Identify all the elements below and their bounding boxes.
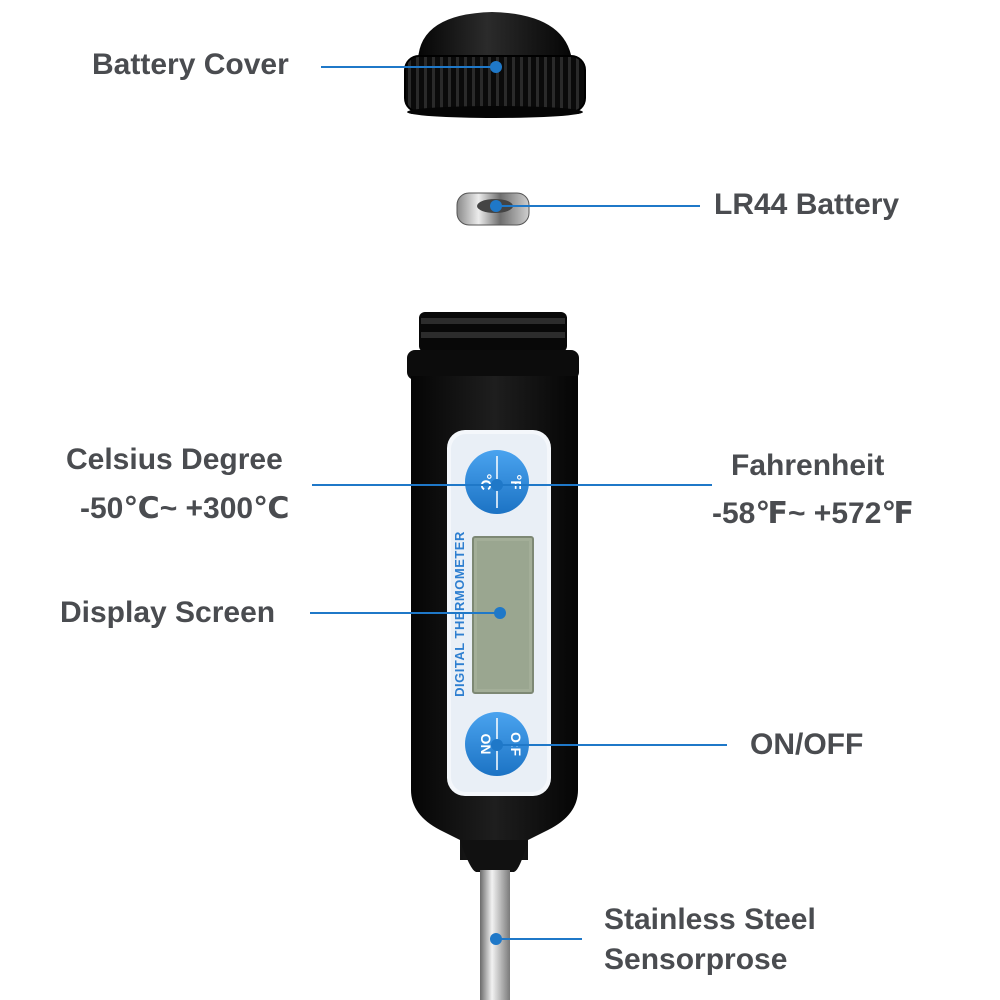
display-dot xyxy=(494,607,506,619)
celsius-range-label: -50℃~ +300℃ xyxy=(80,494,289,524)
battery-cover-dot xyxy=(490,61,502,73)
on-off-label: ON/OFF xyxy=(750,730,863,760)
display-line xyxy=(310,612,500,614)
unit-line xyxy=(312,484,712,486)
celsius-title-label: Celsius Degree xyxy=(66,445,283,475)
battery-cover-label: Battery Cover xyxy=(92,50,289,80)
on-off-dot xyxy=(491,739,503,751)
on-off-line xyxy=(497,744,727,746)
battery-cover-line xyxy=(321,66,496,68)
unit-dot xyxy=(491,479,503,491)
battery-dot xyxy=(490,200,502,212)
battery-line xyxy=(496,205,700,207)
display-label: Display Screen xyxy=(60,598,275,628)
probe-dot xyxy=(490,933,502,945)
fahrenheit-title-label: Fahrenheit xyxy=(731,451,884,481)
probe-line xyxy=(496,938,582,940)
fahrenheit-range-label: -58℉~ +572℉ xyxy=(712,499,914,529)
unit-button-lower: °F xyxy=(507,474,524,489)
battery-label: LR44 Battery xyxy=(714,190,899,220)
probe-label-line1: Stainless Steel xyxy=(604,905,816,935)
probe-label-line2: Sensorprose xyxy=(604,945,787,975)
